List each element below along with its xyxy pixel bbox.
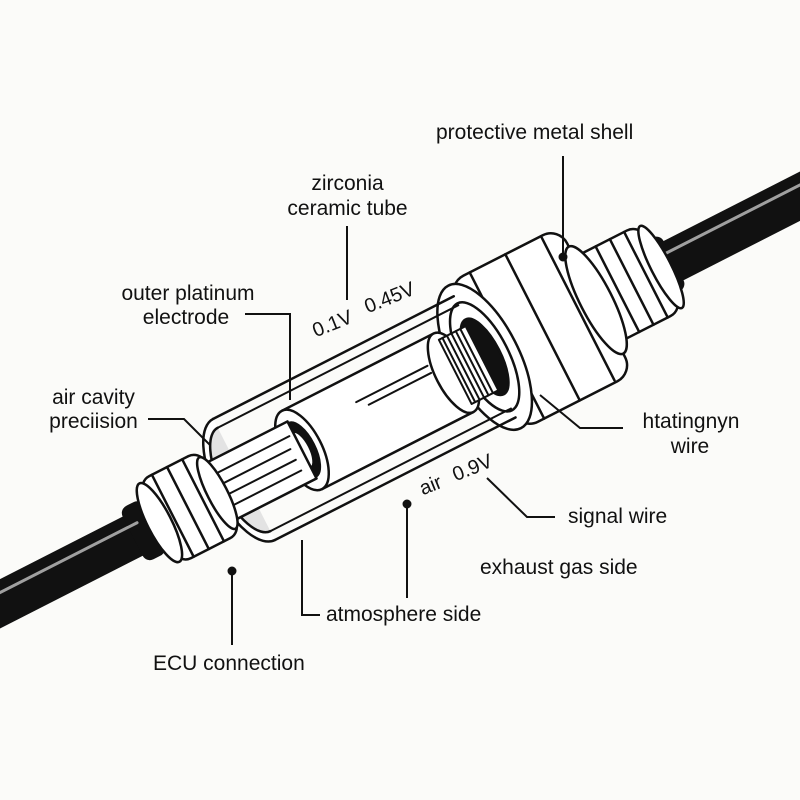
leader-atmosphere — [301, 540, 320, 616]
label-ecu-connection: ECU connection — [153, 652, 305, 675]
sensor-axis-group — [0, 144, 800, 656]
label-preciision: preciision — [49, 410, 138, 433]
label-protective-metal-shell: protective metal shell — [436, 121, 634, 144]
label-zirconia: zirconia — [311, 172, 384, 195]
label-air-cavity: air cavity — [52, 386, 135, 409]
leader-air-dot — [402, 499, 412, 509]
label-heating: htatingnyn — [642, 410, 740, 433]
leader-platinum — [245, 313, 291, 400]
label-signal-wire: signal wire — [568, 505, 668, 528]
label-electrode: electrode — [142, 306, 230, 329]
cable-left — [0, 501, 165, 656]
leader-heating — [539, 394, 623, 429]
leader-lines — [148, 156, 623, 645]
heating-ribs — [437, 325, 500, 405]
label-exhaust-gas-side: exhaust gas side — [480, 556, 638, 579]
leader-shell-dot — [558, 252, 568, 262]
leader-air-cavity — [148, 418, 211, 446]
left-connector — [135, 453, 239, 564]
label-outer-platinum: outer platinum — [121, 282, 255, 305]
metal-shell-flange — [436, 232, 629, 432]
label-wire: wire — [670, 435, 710, 458]
label-ceramic-tube: ceramic tube — [287, 197, 408, 220]
leader-signal — [486, 477, 555, 518]
leader-ecu-dot — [227, 566, 237, 576]
label-atmosphere-side: atmosphere side — [326, 603, 482, 626]
